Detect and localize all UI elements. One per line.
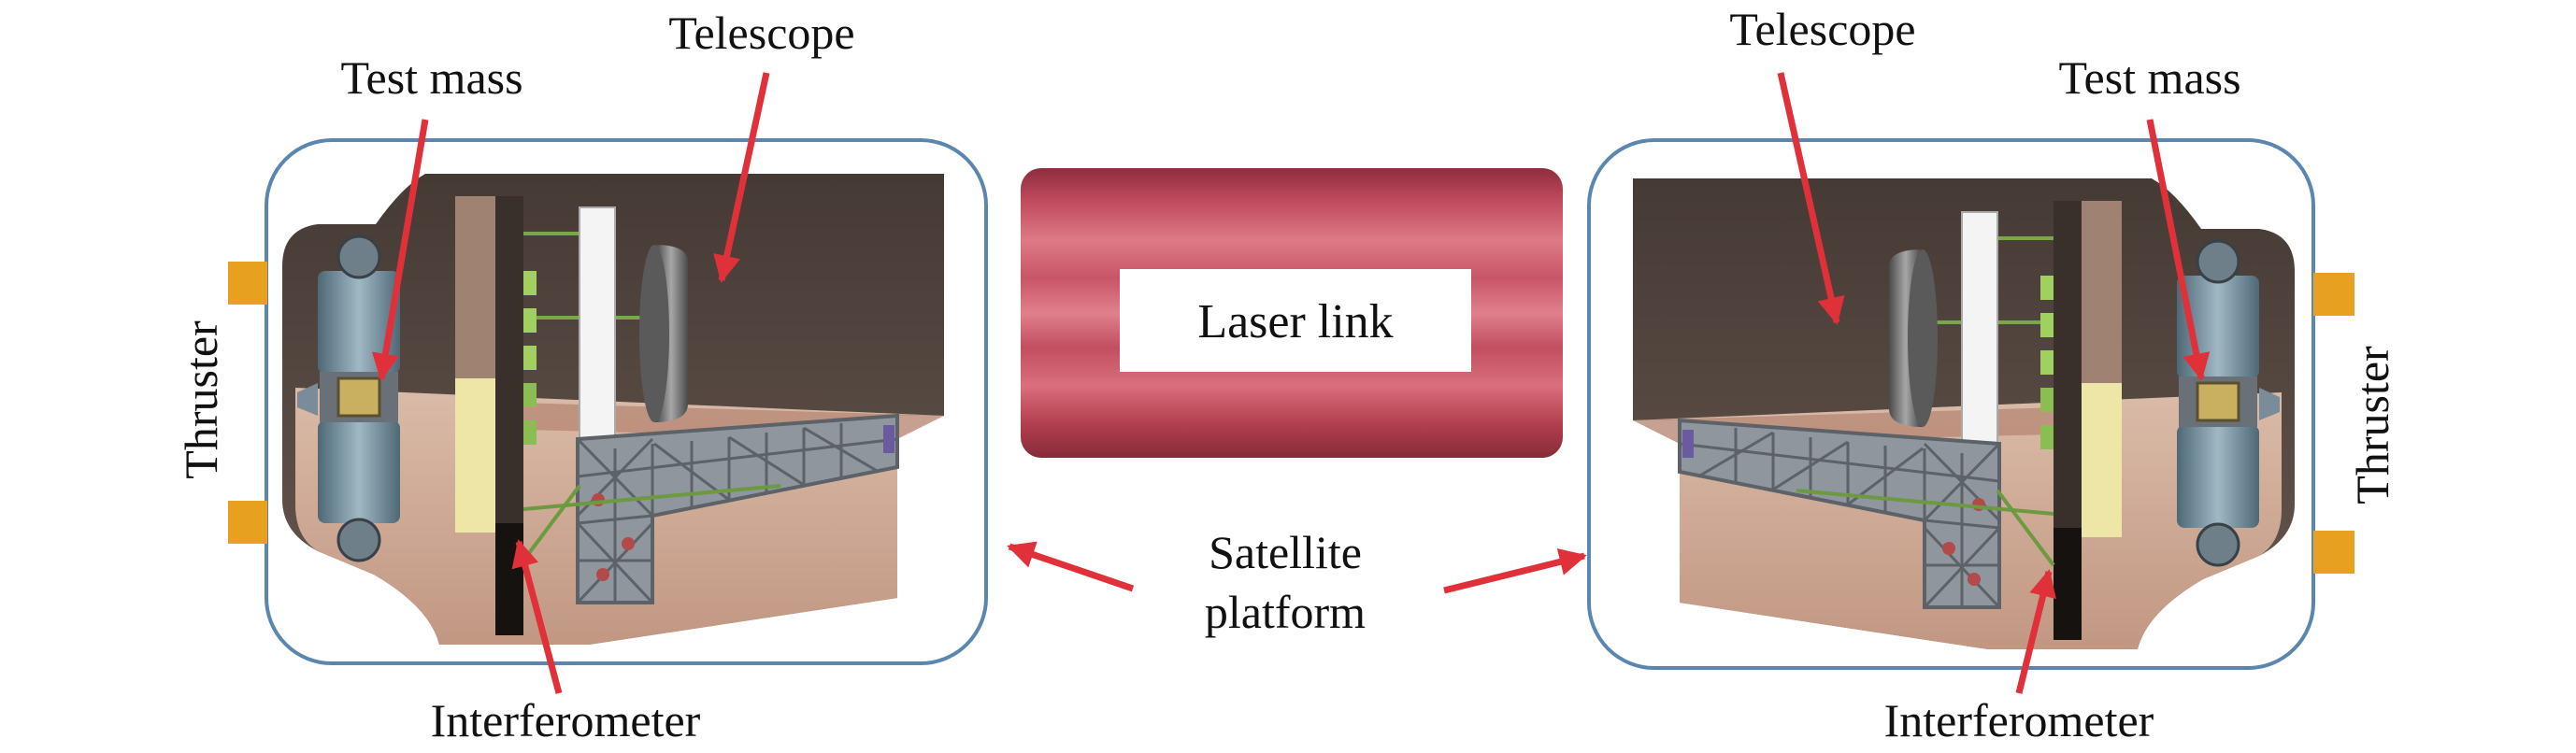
right-telescope-arrow xyxy=(1777,72,1845,325)
left-interferometer-arrow xyxy=(511,539,563,694)
satellite-platform-label-line1: Satellite xyxy=(1209,526,1362,578)
satellite-platform-arrow-left xyxy=(1007,541,1135,592)
left-test-mass-arrow xyxy=(371,119,429,381)
left-satellite-interior xyxy=(280,172,946,646)
satellite-platform-callout: Satellite platform xyxy=(1007,526,1587,638)
satellite-platform-label-line2: platform xyxy=(1205,586,1366,638)
right-test-mass-label: Test mass xyxy=(2058,51,2240,104)
left-satellite-platform-outline xyxy=(265,138,988,665)
right-thruster-bottom xyxy=(2313,531,2354,574)
right-thruster-label: Thruster xyxy=(2346,346,2398,504)
laser-link-label: Laser link xyxy=(1197,295,1393,348)
right-satellite-interior xyxy=(1631,177,2297,651)
left-interferometer-label: Interferometer xyxy=(431,694,701,746)
left-thruster-bottom xyxy=(228,501,267,544)
right-satellite xyxy=(1587,138,2354,670)
left-thruster-top xyxy=(228,262,267,305)
left-telescope-label: Telescope xyxy=(668,7,854,59)
left-test-mass-label: Test mass xyxy=(340,51,522,104)
satellite-platform-arrow-right xyxy=(1443,548,1587,594)
right-telescope-label: Telescope xyxy=(1729,3,1915,55)
left-telescope-arrow xyxy=(713,72,770,283)
left-satellite xyxy=(228,138,988,665)
laser-link: Laser link xyxy=(1021,168,1563,458)
right-test-mass-arrow xyxy=(2146,119,2211,381)
right-interferometer-label: Interferometer xyxy=(1884,694,2154,746)
left-thruster-label: Thruster xyxy=(175,320,227,479)
right-interferometer-arrow xyxy=(2015,569,2056,694)
right-satellite-platform-outline xyxy=(1587,138,2315,670)
right-labels: Telescope Test mass Interferometer Thrus… xyxy=(1729,3,2398,746)
left-labels: Telescope Test mass Interferometer Thrus… xyxy=(175,7,855,746)
laser-link-label-box xyxy=(1120,269,1471,372)
right-thruster-top xyxy=(2313,273,2354,316)
